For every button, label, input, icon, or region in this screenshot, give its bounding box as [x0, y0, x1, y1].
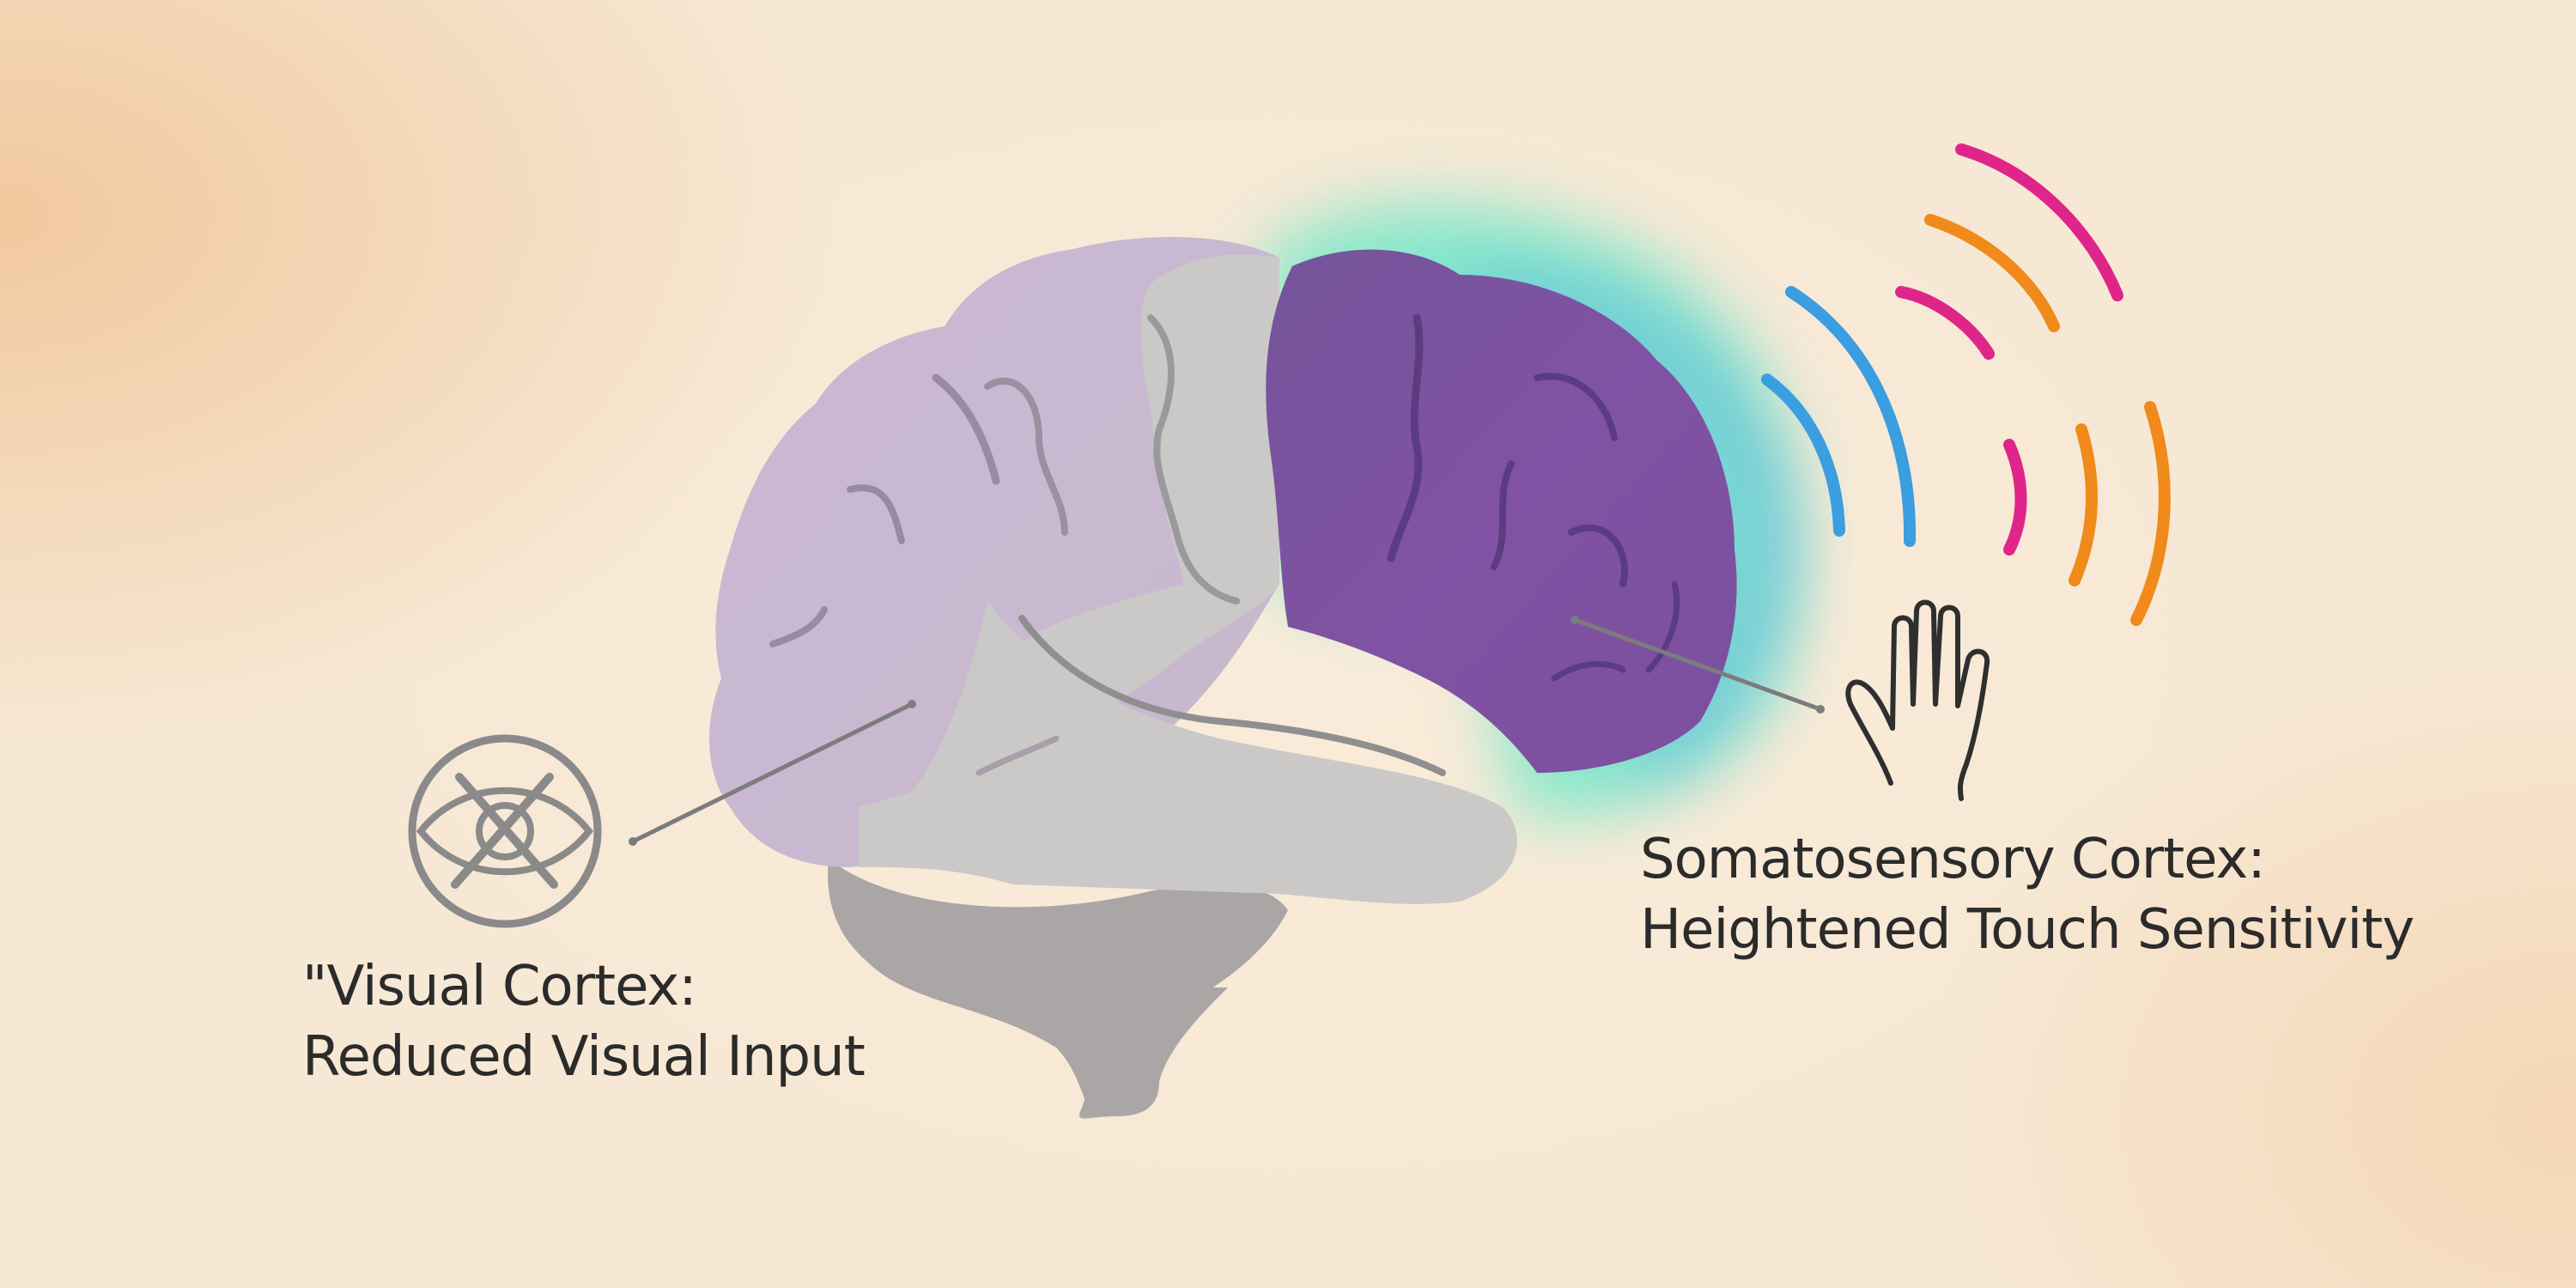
wave-pink-upper-outer: [1955, 143, 2123, 301]
wave-blue-inner: [1761, 374, 1845, 537]
brainstem: [1078, 987, 1228, 1119]
temporal-lobe: [859, 601, 1517, 901]
somatosensory-cortex-title: Somatosensory Cortex:: [1640, 828, 2266, 891]
sensory-waves: [1761, 143, 2171, 626]
wave-orange-right-inner: [2069, 423, 2098, 586]
wave-pink-upper-inner: [1895, 286, 1995, 360]
somatosensory-cortex-description: Heightened Touch Sensitivity: [1640, 898, 2415, 962]
wave-orange-upper: [1924, 214, 2060, 332]
crossed-out-eye-icon: [408, 734, 602, 928]
visual-pointer-line: [631, 702, 914, 844]
visual-cortex-label: "Visual Cortex: Reduced Visual Input: [302, 951, 866, 1092]
brain-folds: [769, 313, 1680, 776]
cerebellum: [828, 859, 1288, 1116]
gray-lobe: [859, 254, 1511, 904]
visual-cortex-description: Reduced Visual Input: [302, 1025, 866, 1089]
visual-cortex-title: "Visual Cortex:: [302, 955, 697, 1018]
pointer-lines: [629, 616, 1825, 846]
open-hand-icon: [1845, 599, 1990, 801]
somatosensory-cortex-label: Somatosensory Cortex: Heightened Touch S…: [1640, 824, 2415, 965]
wave-blue-outer: [1785, 286, 1917, 547]
wave-pink-right: [2003, 439, 2027, 556]
wave-orange-right-outer: [2130, 401, 2171, 626]
somatosensory-pointer-line: [1574, 617, 1821, 712]
